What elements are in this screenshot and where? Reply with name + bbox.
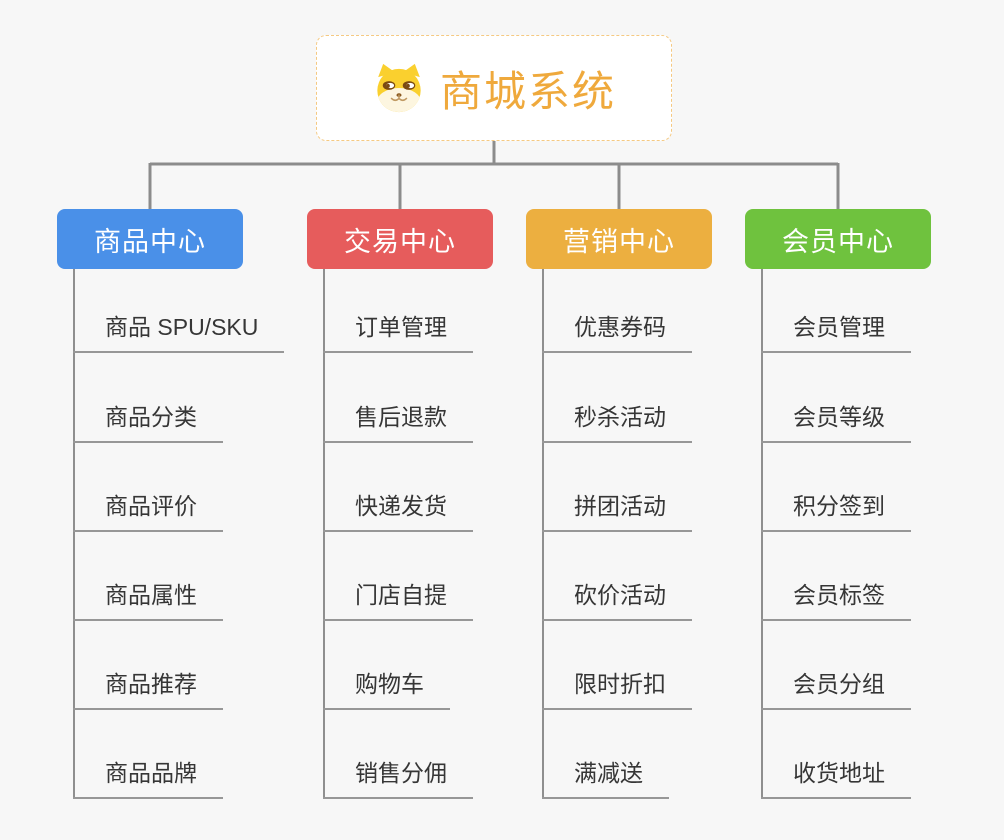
branch-node-trade-center[interactable]: 交易中心 (307, 209, 493, 269)
leaf-node[interactable]: 限时折扣 (542, 665, 692, 710)
branch-items-marketing-center: 优惠券码 秒杀活动 拼团活动 砍价活动 限时折扣 满减送 (542, 269, 772, 800)
leaf-node[interactable]: 秒杀活动 (542, 398, 692, 443)
leaf-node[interactable]: 会员分组 (761, 665, 911, 710)
leaf-node[interactable]: 快递发货 (323, 487, 473, 532)
root-title: 商城系统 (439, 67, 616, 115)
leaf-node[interactable]: 门店自提 (323, 576, 473, 621)
leaf-node[interactable]: 会员标签 (761, 576, 911, 621)
root-node[interactable]: 商城系统 (316, 35, 672, 141)
leaf-node[interactable]: 商品分类 (73, 398, 223, 443)
leaf-node[interactable]: 购物车 (323, 665, 450, 710)
leaf-node[interactable]: 会员管理 (761, 308, 911, 353)
leaf-node[interactable]: 销售分佣 (323, 754, 473, 799)
leaf-node[interactable]: 收货地址 (761, 754, 911, 799)
leaf-node[interactable]: 会员等级 (761, 398, 911, 443)
branch-node-product-center[interactable]: 商品中心 (57, 209, 243, 269)
leaf-node[interactable]: 积分签到 (761, 487, 911, 532)
leaf-node[interactable]: 拼团活动 (542, 487, 692, 532)
branch-node-marketing-center[interactable]: 营销中心 (526, 209, 712, 269)
branch-label: 营销中心 (563, 226, 675, 257)
branch-node-member-center[interactable]: 会员中心 (745, 209, 931, 269)
shiba-dog-icon (377, 63, 421, 113)
branch-line (761, 269, 763, 799)
branch-line (323, 269, 325, 799)
leaf-node[interactable]: 砍价活动 (542, 576, 692, 621)
leaf-node[interactable]: 优惠券码 (542, 308, 692, 353)
branch-label: 商品中心 (94, 226, 206, 257)
branch-label: 会员中心 (782, 226, 894, 257)
branch-line (542, 269, 544, 799)
leaf-node[interactable]: 订单管理 (323, 308, 473, 353)
branch-items-trade-center: 订单管理 售后退款 快递发货 门店自提 购物车 销售分佣 (323, 269, 553, 800)
branch-items-product-center: 商品 SPU/SKU 商品分类 商品评价 商品属性 商品推荐 商品品牌 (73, 269, 303, 800)
leaf-node[interactable]: 商品 SPU/SKU (73, 308, 285, 353)
leaf-node[interactable]: 商品评价 (73, 487, 223, 532)
branch-items-member-center: 会员管理 会员等级 积分签到 会员标签 会员分组 收货地址 (761, 269, 991, 800)
branch-label: 交易中心 (344, 226, 456, 257)
leaf-node[interactable]: 满减送 (542, 754, 669, 799)
leaf-node[interactable]: 商品推荐 (73, 665, 223, 710)
leaf-node[interactable]: 商品品牌 (73, 754, 223, 799)
branch-line (73, 269, 75, 799)
leaf-node[interactable]: 商品属性 (73, 576, 223, 621)
leaf-node[interactable]: 售后退款 (323, 398, 473, 443)
